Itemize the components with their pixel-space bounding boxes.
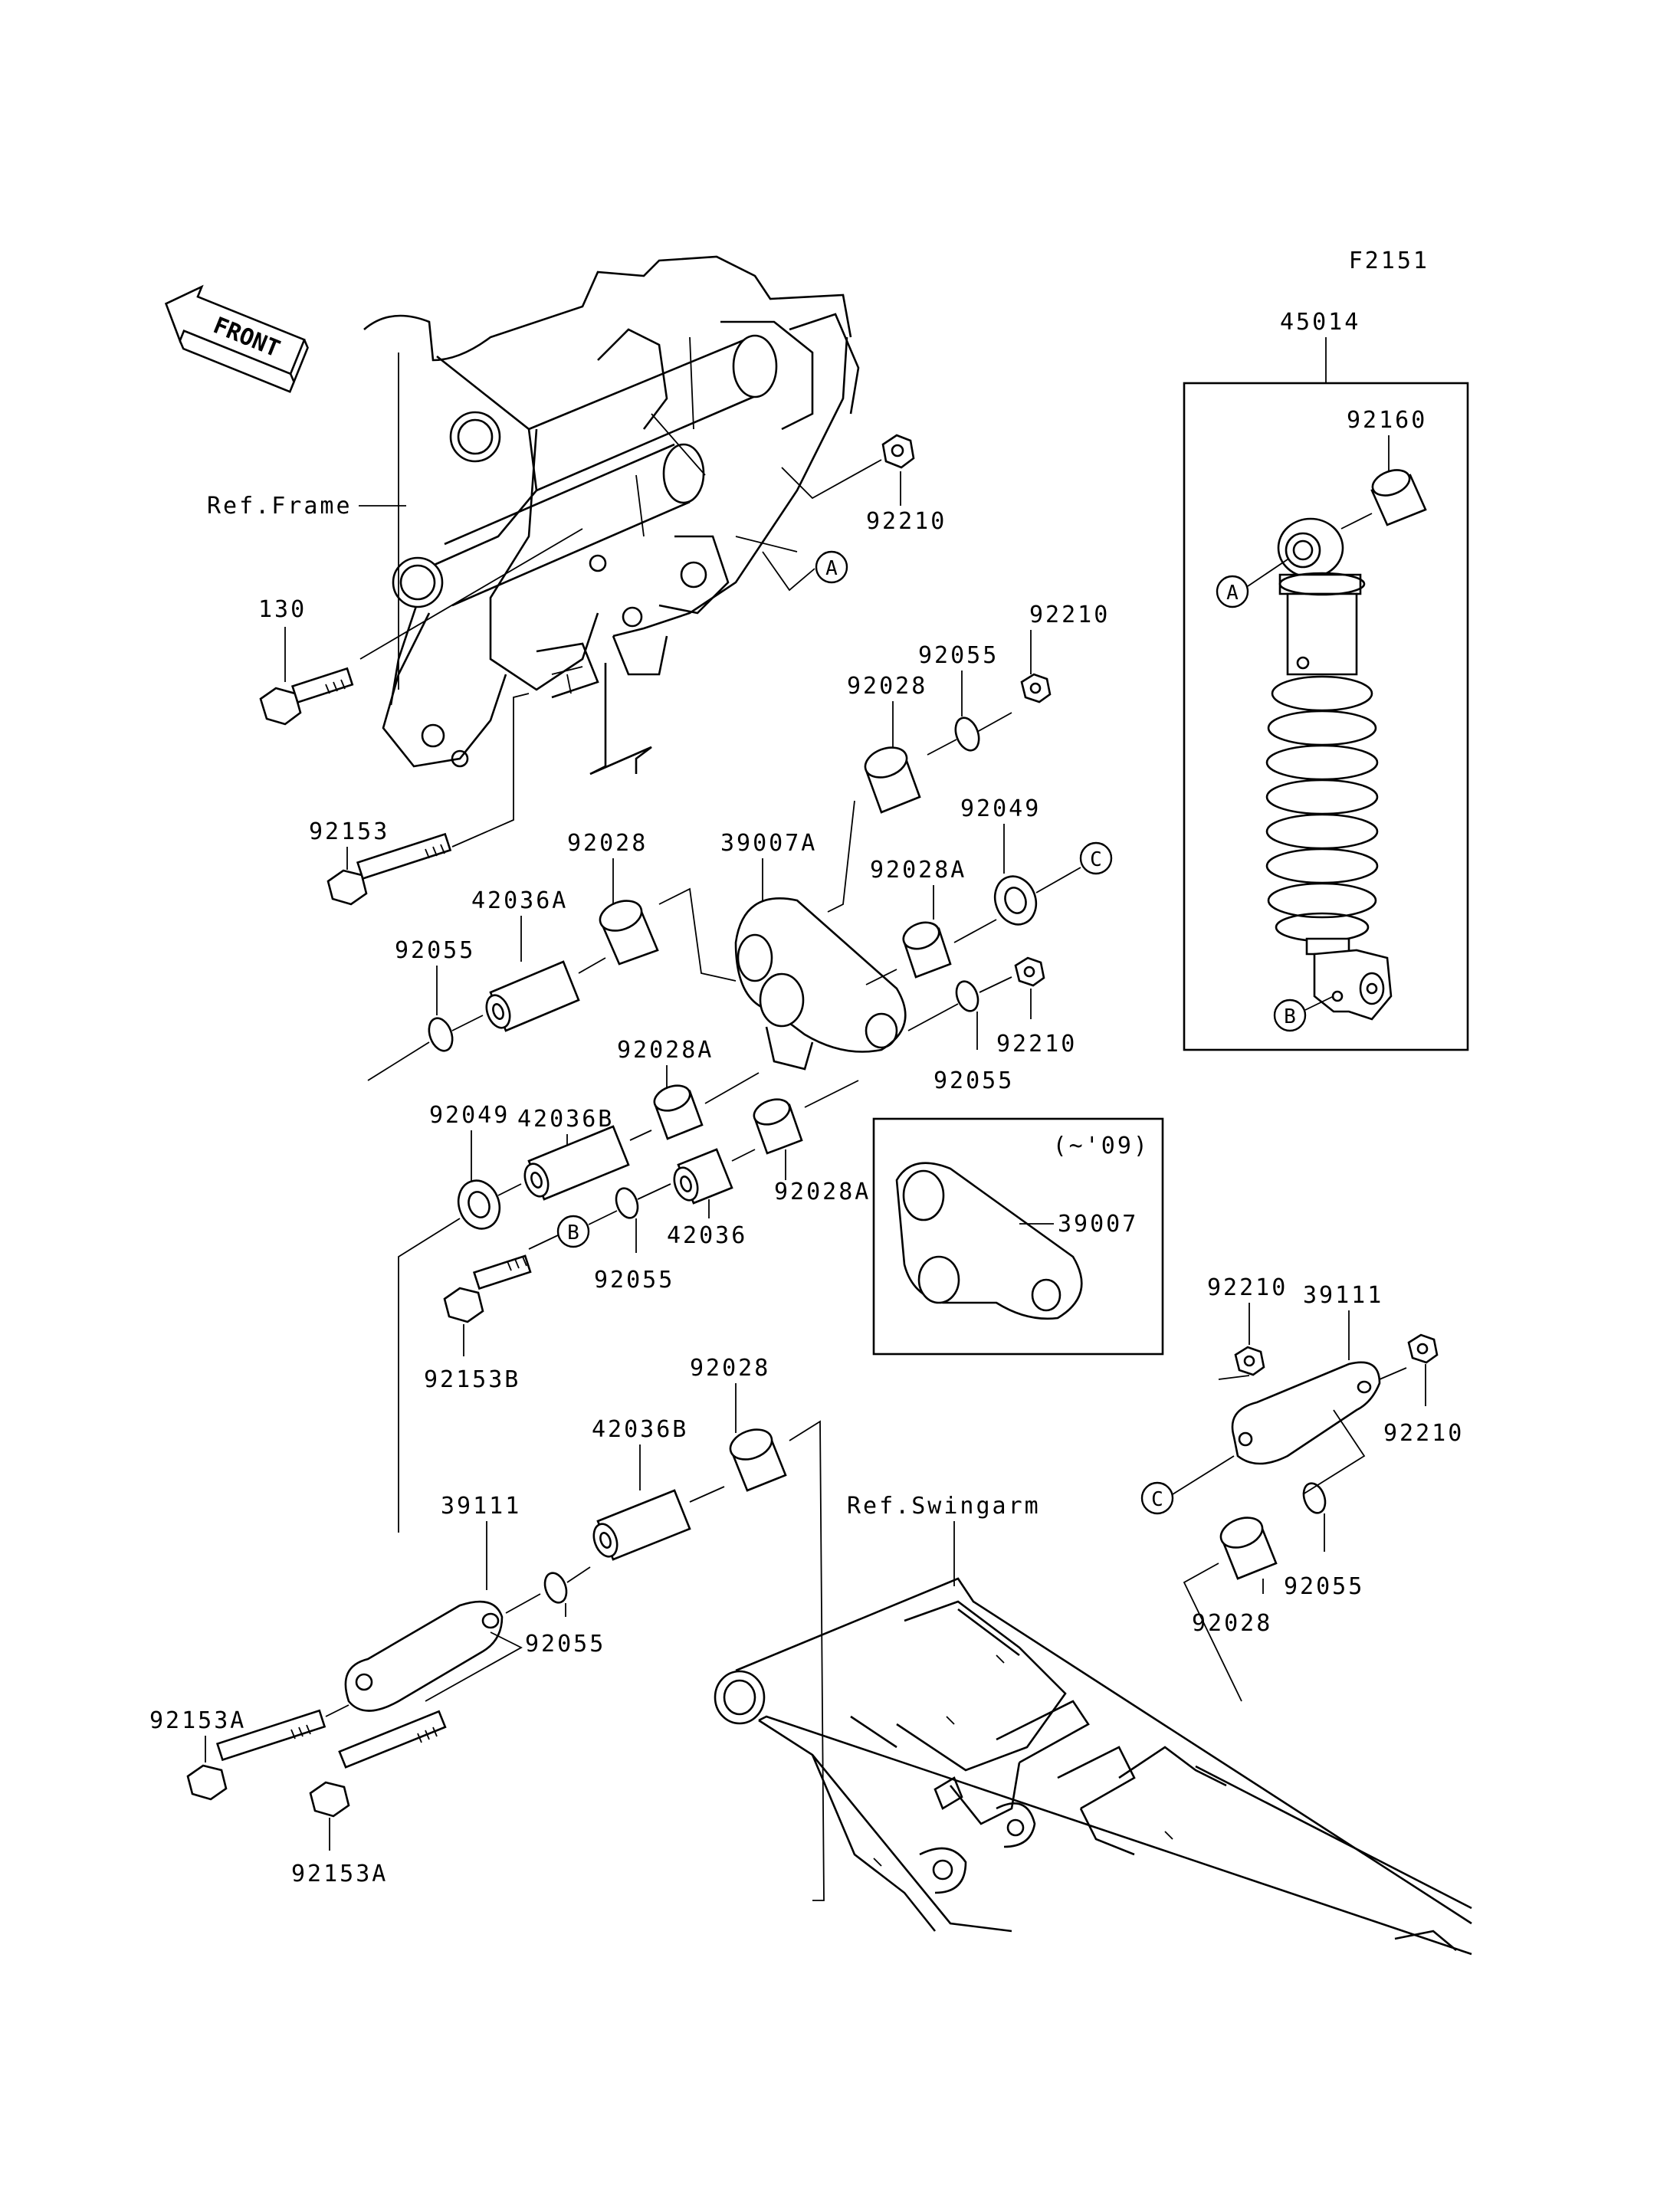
part-92028-left: 92028: [567, 830, 648, 857]
part-92153: 92153: [309, 818, 389, 845]
nut-92210-rightA: [1234, 1346, 1265, 1376]
washer-92055-lower: [615, 1187, 639, 1219]
part-42036B-lower: 42036B: [592, 1416, 688, 1443]
part-92028A-middle: 92028A: [617, 1037, 714, 1064]
washer-92055-link: [955, 980, 979, 1012]
washer-92055-right: [1302, 1482, 1327, 1514]
link-39007A: [734, 897, 907, 1071]
bushing-92160: [1370, 469, 1427, 526]
part-92049-middle: 92049: [429, 1102, 510, 1129]
part-92055-link: 92055: [934, 1067, 1014, 1094]
collar-42036B-middle: [523, 1125, 630, 1201]
part-92028A-upper: 92028A: [870, 857, 966, 884]
part-92049-upper: 92049: [960, 795, 1041, 822]
part-45014: 45014: [1280, 309, 1360, 336]
part-92210-link: 92210: [996, 1031, 1077, 1058]
ref-swingarm-label: Ref.Swingarm: [847, 1493, 1041, 1520]
nut-92210-upper: [1020, 673, 1052, 703]
collar-42036A: [485, 960, 580, 1032]
nut-92210-rightB: [1407, 1333, 1439, 1364]
part-92153A-bottom: 92153A: [291, 1861, 388, 1887]
part-92028-upper: 92028: [847, 673, 927, 700]
bushing-92028-right: [1219, 1517, 1278, 1580]
part-39111-lower: 39111: [441, 1493, 521, 1520]
collar-42036: [673, 1148, 733, 1205]
bolt-92153: [326, 832, 452, 906]
part-92028A-lower: 92028A: [774, 1179, 871, 1205]
part-92055-right: 92055: [1284, 1573, 1364, 1600]
link-39111-lower: [344, 1600, 504, 1712]
bushing-92028-left: [599, 900, 659, 966]
bushing-92028A-upper: [902, 921, 952, 979]
washer-92055-upper: [954, 716, 980, 752]
part-92210-rightB: 92210: [1383, 1420, 1464, 1447]
washer-92049-middle: [457, 1179, 501, 1230]
part-92055-lower-left: 92055: [525, 1631, 605, 1658]
front-arrow-icon: FRONT: [164, 284, 309, 393]
inset-box: [872, 1117, 1164, 1356]
part-92210-rightA: 92210: [1207, 1274, 1288, 1301]
part-92153A-left: 92153A: [149, 1707, 246, 1734]
bushing-92028-lower: [729, 1428, 787, 1492]
bushing-92028A-middle: [653, 1084, 704, 1140]
marker-a-frame: A: [825, 557, 838, 580]
marker-b-lower: B: [567, 1221, 579, 1244]
bolt-92153A-2: [309, 1710, 447, 1818]
part-39111-right: 39111: [1303, 1282, 1383, 1309]
inset-note: (~'09): [1053, 1133, 1150, 1159]
ref-frame-label: Ref.Frame: [207, 493, 353, 520]
washer-92055-left: [428, 1017, 454, 1052]
part-92210-top: 92210: [866, 508, 947, 535]
part-39007A: 39007A: [720, 830, 817, 857]
shock-absorber-45014: [1265, 517, 1393, 1021]
bolt-130: [259, 667, 354, 726]
part-39007: 39007: [1058, 1211, 1138, 1238]
collar-42036B-lower: [592, 1489, 691, 1561]
part-92055-lower: 92055: [594, 1267, 674, 1294]
marker-a-shock: A: [1226, 582, 1239, 605]
marker-c-lower: C: [1151, 1488, 1163, 1511]
nut-92210-frame: [881, 434, 915, 469]
link-39111-right: [1231, 1361, 1381, 1465]
part-92160: 92160: [1347, 407, 1427, 434]
nut-92210-link: [1014, 956, 1045, 987]
part-130: 130: [258, 596, 307, 623]
bushing-92028A-lower: [753, 1098, 803, 1155]
part-92055-left: 92055: [395, 937, 475, 964]
part-92055-upper: 92055: [918, 642, 999, 669]
part-92028-lower: 92028: [690, 1355, 770, 1382]
bolt-92153A-1: [186, 1709, 326, 1801]
part-92210-upper: 92210: [1029, 602, 1110, 628]
swingarm-drawing: [714, 1577, 1472, 1956]
part-42036-lower: 42036: [667, 1222, 747, 1249]
washer-92055-lower-left: [543, 1572, 568, 1604]
marker-b-shock: B: [1284, 1005, 1296, 1028]
bolt-92153B: [443, 1254, 532, 1323]
washer-92049-upper: [993, 875, 1038, 926]
frame-break-line: [589, 663, 652, 776]
main-frame-drawing: [363, 255, 860, 768]
shock-box: [1183, 382, 1469, 1051]
part-92153B: 92153B: [424, 1366, 520, 1393]
part-92028-right: 92028: [1192, 1610, 1272, 1637]
marker-c-upper: C: [1090, 848, 1102, 871]
part-42036A: 42036A: [471, 887, 568, 914]
diagram-code: F2151: [1349, 248, 1429, 274]
link-39007: [895, 1162, 1083, 1320]
bushing-92028-upper: [864, 746, 921, 814]
part-42036B-middle: 42036B: [517, 1106, 614, 1133]
